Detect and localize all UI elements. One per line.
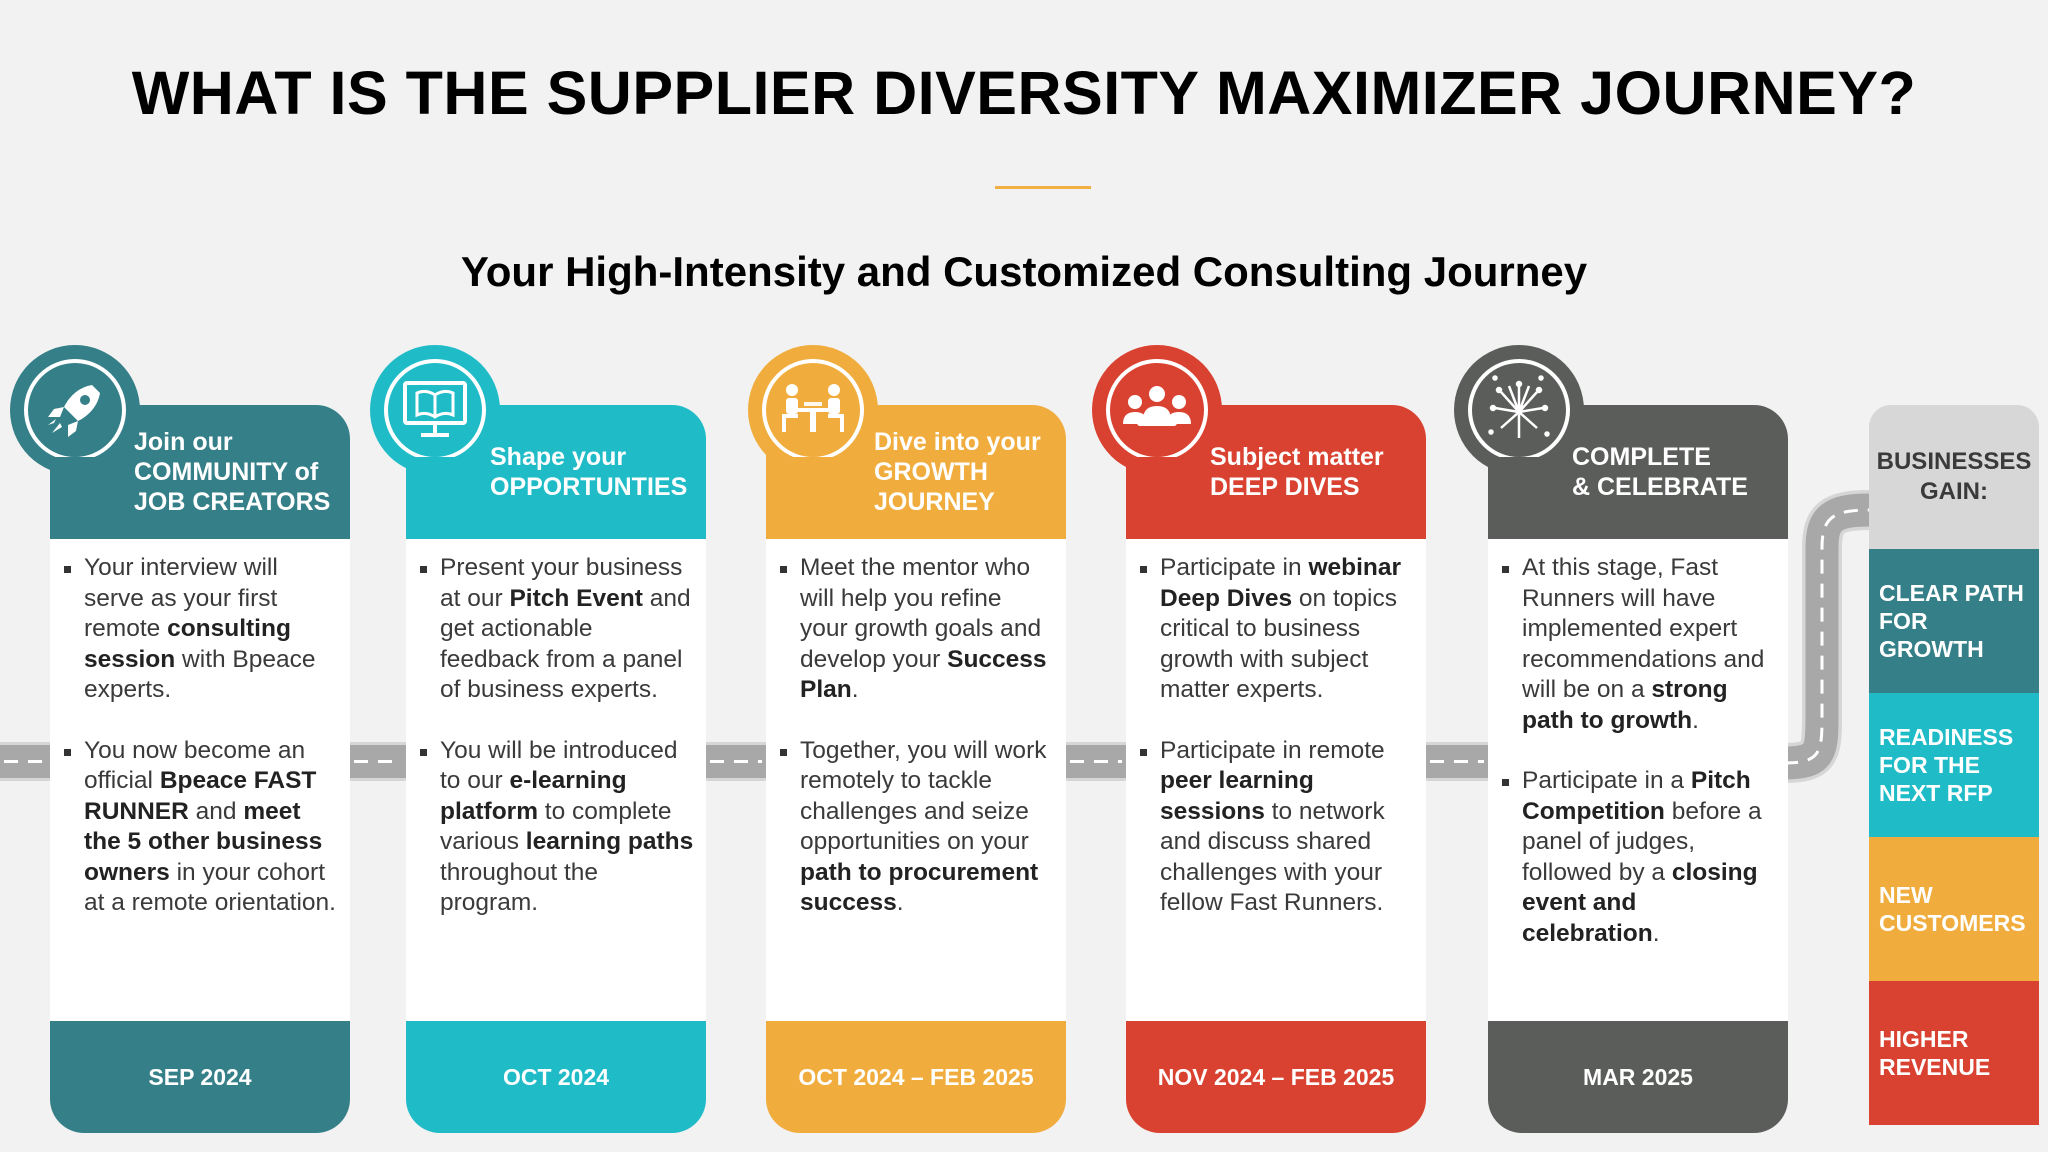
road-segment [1426, 742, 1488, 781]
page-subtitle: Your High-Intensity and Customized Consu… [460, 248, 1588, 295]
stage-heading-line: & CELEBRATE [1572, 473, 1748, 501]
stage-card: COMPLETE& CELEBRATE At this stage, Fast R… [1488, 405, 1788, 1133]
road-curve [1783, 490, 1871, 783]
gain-item-line: READINESS [1879, 724, 2014, 750]
stage-bullet: Participate in remote peer learning sess… [1134, 736, 1416, 919]
title-divider [995, 186, 1091, 189]
stage-badge [1454, 345, 1584, 493]
stage-heading-line: DEEP DIVES [1210, 473, 1360, 501]
stage-heading-line: Shape your [490, 443, 627, 471]
stage-date: SEP 2024 [50, 1021, 350, 1133]
fireworks-icon [1481, 372, 1557, 448]
stage-heading-line: JOB CREATORS [134, 488, 331, 516]
stage-bullet: Meet the mentor who will help you refine… [774, 553, 1056, 706]
stage-bullet: You will be introduced to our e-learning… [414, 736, 696, 919]
computer-book-icon [399, 377, 471, 443]
stage-heading-line: Dive into your [874, 428, 1041, 456]
stage-heading-line: Join our [134, 428, 233, 456]
stage-body: Participate in webinar Deep Dives on top… [1126, 539, 1426, 1025]
stage-heading-line: COMMUNITY of [134, 458, 319, 486]
gain-item-line: FOR THE [1879, 752, 1980, 778]
stage-date: NOV 2024 – FEB 2025 [1126, 1021, 1426, 1133]
stage-badge [1092, 345, 1222, 493]
stage-bullet: Participate in webinar Deep Dives on top… [1134, 553, 1416, 706]
stage-heading-line: GROWTH [874, 458, 988, 486]
stage-bullet: At this stage, Fast Runners will have im… [1496, 553, 1778, 736]
meeting-table-icon [776, 380, 850, 440]
stage-badge [10, 345, 140, 493]
stage-bullet: Present your business at our Pitch Event… [414, 553, 696, 706]
stage-body: Present your business at our Pitch Event… [406, 539, 706, 1025]
stage-badge [370, 345, 500, 493]
stage-badge [748, 345, 878, 493]
stage-date: MAR 2025 [1488, 1021, 1788, 1133]
gain-item-line: NEW [1879, 882, 1933, 908]
stage-heading-line: JOURNEY [874, 488, 995, 516]
stage-heading-line: COMPLETE [1572, 443, 1711, 471]
gain-item-line: CLEAR PATH [1879, 580, 2024, 606]
stage-bullet: You now become an official Bpeace FAST R… [58, 736, 340, 919]
rocket-icon [40, 375, 110, 445]
gains-heading-line: BUSINESSES [1876, 448, 2032, 475]
road-segment [350, 742, 406, 781]
stage-bullet: Your interview will serve as your first … [58, 553, 340, 706]
road-segment [0, 742, 50, 781]
stage-heading-line: Subject matter [1210, 443, 1384, 471]
stage-date: OCT 2024 [406, 1021, 706, 1133]
gains-heading: BUSINESSES GAIN: [1869, 405, 2039, 549]
gain-item-line: NEXT RFP [1879, 780, 1993, 806]
road-segment [706, 742, 766, 781]
gain-item-line: HIGHER [1879, 1026, 1969, 1052]
stage-heading-line: OPPORTUNTIES [490, 473, 688, 501]
stage-body: At this stage, Fast Runners will have im… [1488, 539, 1788, 1025]
gain-item-line: CUSTOMERS [1879, 910, 2026, 936]
gain-item-line: REVENUE [1879, 1054, 1991, 1080]
gain-item-line: FOR [1879, 608, 1928, 634]
stage-date: OCT 2024 – FEB 2025 [766, 1021, 1066, 1133]
road-segment [1066, 742, 1126, 781]
stage-bullet: Together, you will work remotely to tack… [774, 736, 1056, 919]
gain-item-line: GROWTH [1879, 636, 1984, 662]
stage-body: Your interview will serve as your first … [50, 539, 350, 1025]
stage-body: Meet the mentor who will help you refine… [766, 539, 1066, 1025]
gains-heading-line: GAIN: [1920, 478, 1988, 505]
group-people-icon [1119, 382, 1195, 438]
page-title: WHAT IS THE SUPPLIER DIVERSITY MAXIMIZER… [131, 59, 1917, 127]
stage-bullet: Participate in a Pitch Competition befor… [1496, 766, 1778, 949]
